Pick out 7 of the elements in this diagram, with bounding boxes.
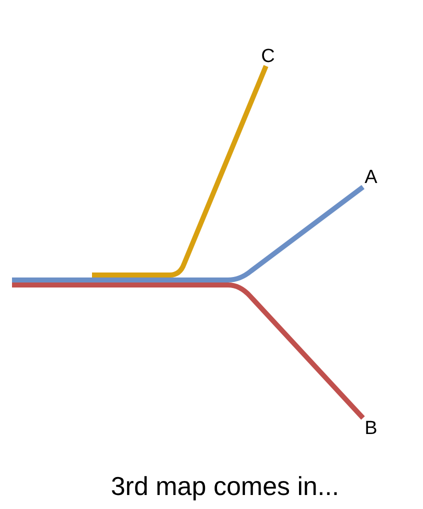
line-label: B <box>363 418 379 438</box>
map-line <box>12 282 365 420</box>
line-label: C <box>260 46 276 66</box>
line-label: A <box>363 167 379 187</box>
caption: 3rd map comes in... <box>110 470 340 502</box>
map-line <box>12 185 364 282</box>
map-line <box>92 65 268 278</box>
